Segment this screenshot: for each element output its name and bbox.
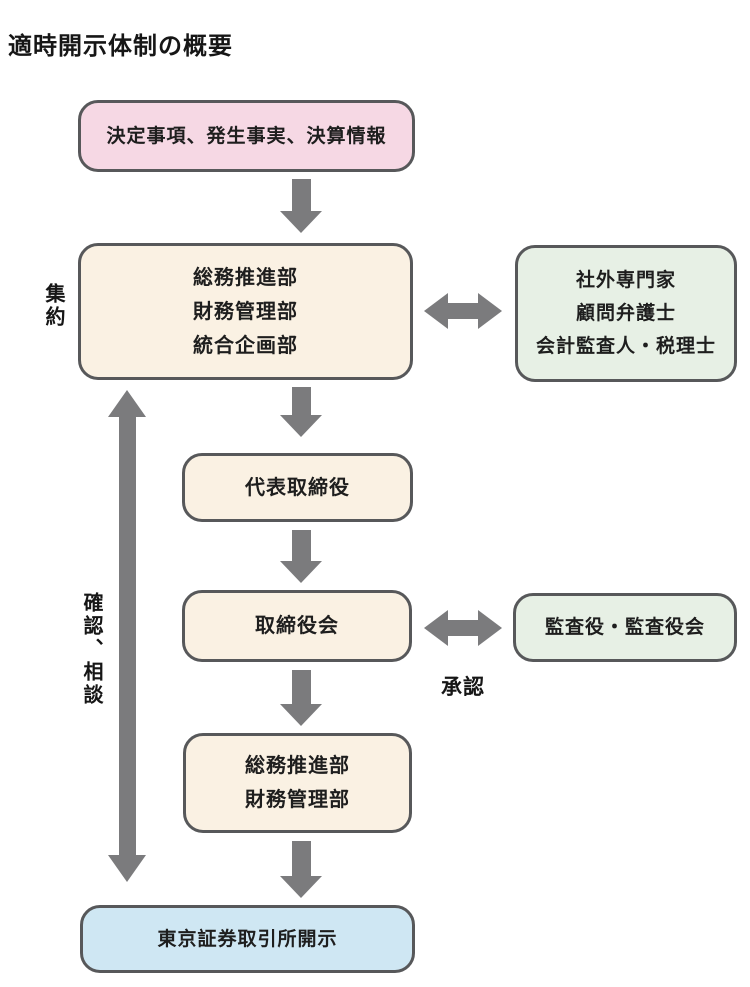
node-external-experts: 社外専門家 顧問弁護士 会計監査人・税理士 (515, 245, 737, 382)
arrow-head-left (424, 293, 448, 329)
node-label: 代表取締役 (245, 476, 350, 499)
arrow-head-left (424, 610, 448, 646)
arrow-shaft (291, 841, 311, 876)
arrow-shaft (118, 417, 136, 855)
node-label: 決定事項、発生事実、決算情報 (106, 125, 387, 147)
arrow-shaft (291, 530, 311, 561)
arrow-shaft (291, 670, 311, 704)
edge-label-confirm-consult: 確認、相談 (80, 592, 102, 707)
down-arrow-icon (280, 387, 322, 437)
node-label-line: 顧問弁護士 (575, 303, 676, 324)
arrow-shaft (291, 387, 311, 415)
edge-label-approval: 承認 (441, 676, 485, 699)
down-arrow-icon (280, 670, 322, 726)
arrow-shaft (448, 620, 478, 636)
down-arrow-icon (280, 179, 322, 233)
arrow-head (280, 415, 322, 437)
node-main-departments: 総務推進部 財務管理部 統合企画部 (78, 243, 413, 380)
node-label-line: 会計監査人・税理士 (535, 336, 716, 357)
node-label-line: 財務管理部 (245, 789, 350, 811)
down-arrow-icon (280, 530, 322, 583)
node-label-line: 社外専門家 (575, 270, 676, 291)
arrow-head-right (478, 293, 502, 329)
node-tse-disclosure: 東京証券取引所開示 (80, 905, 415, 973)
down-arrow-icon (280, 841, 322, 898)
edge-label-aggregation: 集約 (42, 283, 64, 329)
arrow-head (280, 211, 322, 233)
arrow-shaft (291, 179, 311, 211)
node-label-line: 総務推進部 (245, 755, 350, 777)
arrow-shaft (448, 303, 478, 319)
arrow-head (280, 876, 322, 898)
left-right-arrow-icon (424, 293, 502, 329)
arrow-head (280, 561, 322, 583)
up-down-arrow-icon (107, 390, 147, 882)
arrow-head-right (478, 610, 502, 646)
arrow-head-up (108, 390, 146, 417)
node-auditors: 監査役・監査役会 (513, 593, 737, 662)
node-label: 監査役・監査役会 (544, 617, 705, 638)
node-label-line: 総務推進部 (193, 266, 298, 289)
node-label-line: 統合企画部 (193, 334, 298, 357)
node-board-of-directors: 取締役会 (182, 590, 412, 662)
left-right-arrow-icon (424, 610, 502, 646)
node-label: 東京証券取引所開示 (157, 928, 338, 950)
node-label-line: 財務管理部 (193, 300, 298, 323)
node-representative-director: 代表取締役 (182, 453, 413, 522)
page-title: 適時開示体制の概要 (8, 33, 233, 60)
node-information-source: 決定事項、発生事実、決算情報 (78, 100, 415, 172)
arrow-head (280, 704, 322, 726)
arrow-head-down (108, 855, 146, 882)
node-label: 取締役会 (255, 615, 339, 637)
node-disclosure-departments: 総務推進部 財務管理部 (183, 733, 412, 833)
